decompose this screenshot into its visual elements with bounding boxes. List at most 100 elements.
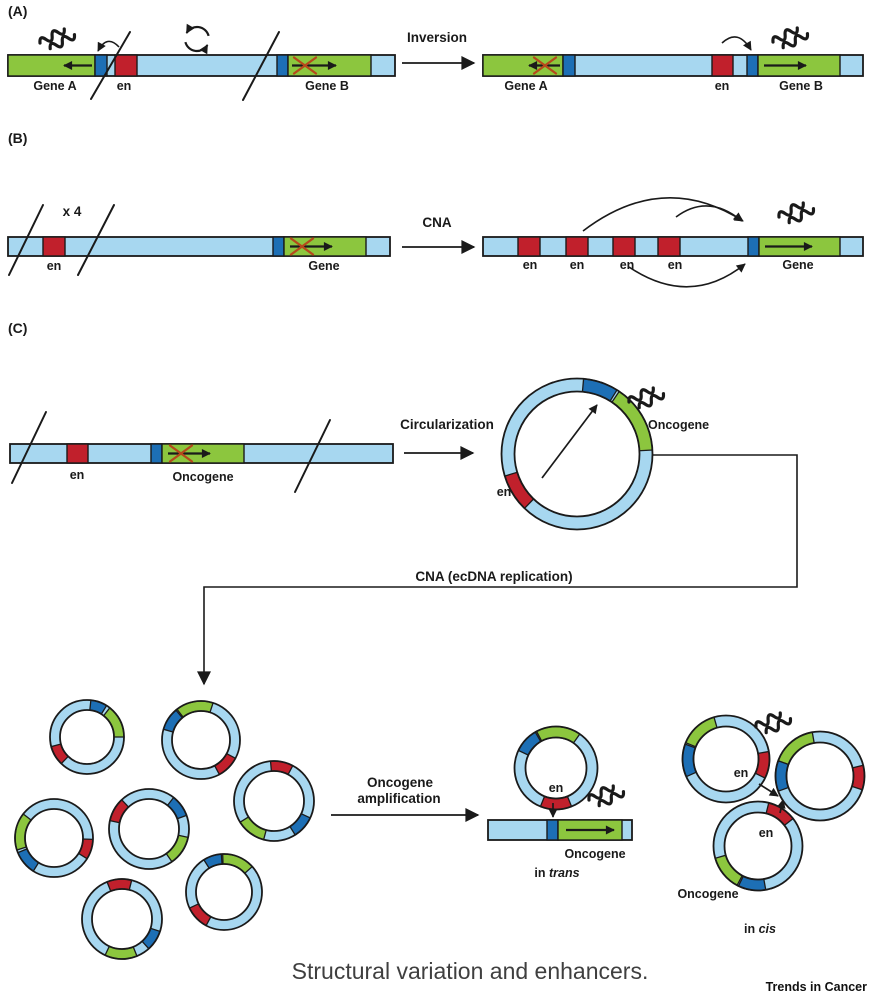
chromosome-bar-b-left: [7, 236, 391, 257]
figure-caption: Structural variation and enhancers.: [292, 958, 649, 984]
transcript-squiggle-gene-a: [38, 27, 77, 51]
label-gene-panel-b-right: Gene: [782, 258, 813, 272]
label-gene-panel-b-left: Gene: [308, 259, 339, 273]
ecdna-cluster-3-inner-edge: [243, 770, 305, 832]
label-en-cis-top: en: [734, 766, 749, 780]
ecdna-cluster-4-segment-0: [14, 813, 33, 851]
ecdna-cis-2-inner-edge: [785, 741, 855, 811]
ecdna-cluster-5-ring: [109, 789, 189, 869]
ecdna-cluster-1: [49, 699, 125, 775]
label-oncogene-cis: Oncogene: [677, 887, 738, 901]
rotation-icon-bottom-arc: [184, 41, 209, 55]
label-x4: x 4: [63, 204, 82, 219]
en-to-gene-arc-3: [628, 263, 746, 288]
chromosome-bar-b-right-segment-1: [565, 236, 589, 257]
transcript-squiggle-ecdna-wave: [627, 386, 655, 404]
label-cna: CNA: [422, 215, 451, 230]
ecdna-main-segment-1: [611, 390, 654, 452]
gene-b-panel-left-arrow: [289, 237, 333, 256]
label-in-trans-part: in: [534, 866, 549, 880]
breakpoint-slash-b2: [77, 204, 115, 276]
transcript-squiggle-gene-a-wave: [38, 27, 66, 45]
a-left-en-contact-arrow: [97, 40, 120, 52]
ecdna-main: [500, 377, 654, 531]
label-in-cis-part: cis: [759, 922, 776, 936]
flow-arrows-layer: [197, 56, 798, 822]
transcript-squiggle-gene-panel-b: [777, 201, 816, 225]
chromosome-bar-b-right-segment-2: [612, 236, 636, 257]
transcript-squiggle-gene-panel-b-wave: [787, 207, 816, 225]
label-oncogene-ecdna: Oncogene: [648, 418, 709, 432]
ecdna-cluster-2-inner-edge: [171, 710, 231, 770]
label-in-cis-part: in: [744, 922, 759, 936]
ecdna-cis-1: [681, 714, 771, 804]
chromosome-bar-b-left-segment-1: [272, 236, 285, 257]
transcript-squiggle-gene-b-wave: [771, 26, 799, 44]
panel-a-label: (A): [8, 3, 27, 19]
chromosome-bar-b-left-segment-0: [42, 236, 66, 257]
breakpoint-slash-c1: [11, 411, 47, 484]
label-in-trans: in trans: [534, 866, 579, 880]
panel-c-label: (C): [8, 320, 27, 336]
ecdna-cluster-5: [108, 788, 190, 870]
label-en-b1: en: [523, 258, 538, 272]
transcript-squiggle-cis-wave: [754, 711, 782, 729]
label-oncogene-c-bar: Oncogene: [172, 470, 233, 484]
ecdna-cluster-5-inner-edge: [118, 798, 180, 860]
curved-arrows-layer: [97, 36, 799, 790]
label-en-b2: en: [570, 258, 585, 272]
transcript-squiggle-trans: [587, 784, 626, 808]
ecdna-main-outer-edge: [500, 377, 654, 531]
a-right-en-contact-arrow: [721, 36, 752, 51]
label-oncogene-amp-2: amplification: [357, 791, 440, 806]
ecdna-circles-layer: [14, 377, 866, 960]
journal-brand: Trends in Cancer: [766, 980, 868, 994]
label-en-a-left: en: [117, 79, 132, 93]
label-en-c-bar: en: [70, 468, 85, 482]
ecdna-cluster-6-inner-edge: [195, 863, 253, 921]
gene-a-right-arrow: [528, 56, 560, 75]
transcript-squiggle-gene-a-wave: [48, 33, 77, 51]
chromosome-bar-a-left-segment-3: [276, 54, 289, 77]
oncogene-c-bar-arrow: [168, 444, 211, 463]
gene-b-left-arrow: [292, 56, 337, 75]
chromosome-bar-a-left-segment-1: [94, 54, 108, 77]
ecdna-trans-outer-edge: [513, 725, 599, 811]
label-in-trans-part: trans: [549, 866, 580, 880]
breakpoint-slash-c2: [294, 419, 331, 493]
label-en-a-right: en: [715, 79, 730, 93]
label-in-cis: in cis: [744, 922, 776, 936]
transcript-squiggle-cis: [754, 711, 793, 735]
transcript-squiggle-trans-wave: [597, 790, 626, 808]
ecdna-cluster-1-outer-edge: [49, 699, 125, 775]
ecdna-cis-3-inner-edge: [723, 811, 793, 881]
ecdna-trans: [513, 725, 599, 811]
ecdna-cluster-4-outer-edge: [14, 798, 94, 878]
breakpoint-slash-b1: [8, 204, 44, 276]
chromosome-bar-b-right-segment-4: [747, 236, 760, 257]
ecdna-trans-inner-edge: [524, 736, 588, 800]
ecdna-cluster-5-outer-edge: [108, 788, 190, 870]
ecdna-cluster-7-outer-edge: [81, 878, 163, 960]
chromosome-bar-c-segment-1: [150, 443, 163, 464]
breakpoint-slashes-layer: [8, 31, 331, 493]
label-inversion: Inversion: [407, 30, 467, 45]
chromosome-bar-a-left-segment-2: [114, 54, 138, 77]
label-gene-b-left: Gene B: [305, 79, 349, 93]
rotation-icon-top-arc: [185, 23, 210, 37]
cis-contact-arrow-1: [758, 783, 779, 797]
label-en-b3: en: [620, 258, 635, 272]
ecdna-cluster-6-outer-edge: [185, 853, 263, 931]
ecdna-cluster-2: [161, 700, 241, 780]
panel-b-label: (B): [8, 130, 27, 146]
ecdna-cis-3-segment-1: [714, 854, 744, 887]
gene-b-left-arrow-cross-icon: [292, 56, 318, 75]
thin-arrows-layer: [541, 404, 786, 818]
gene-a-right-arrow-cross-icon: [532, 56, 558, 75]
label-gene-b-right: Gene B: [779, 79, 823, 93]
ecdna-cis-3-outer-edge: [712, 800, 804, 892]
transcript-squiggle-gene-panel-b-wave: [777, 201, 805, 219]
ecdna-cis-2-segment-0: [777, 731, 815, 766]
